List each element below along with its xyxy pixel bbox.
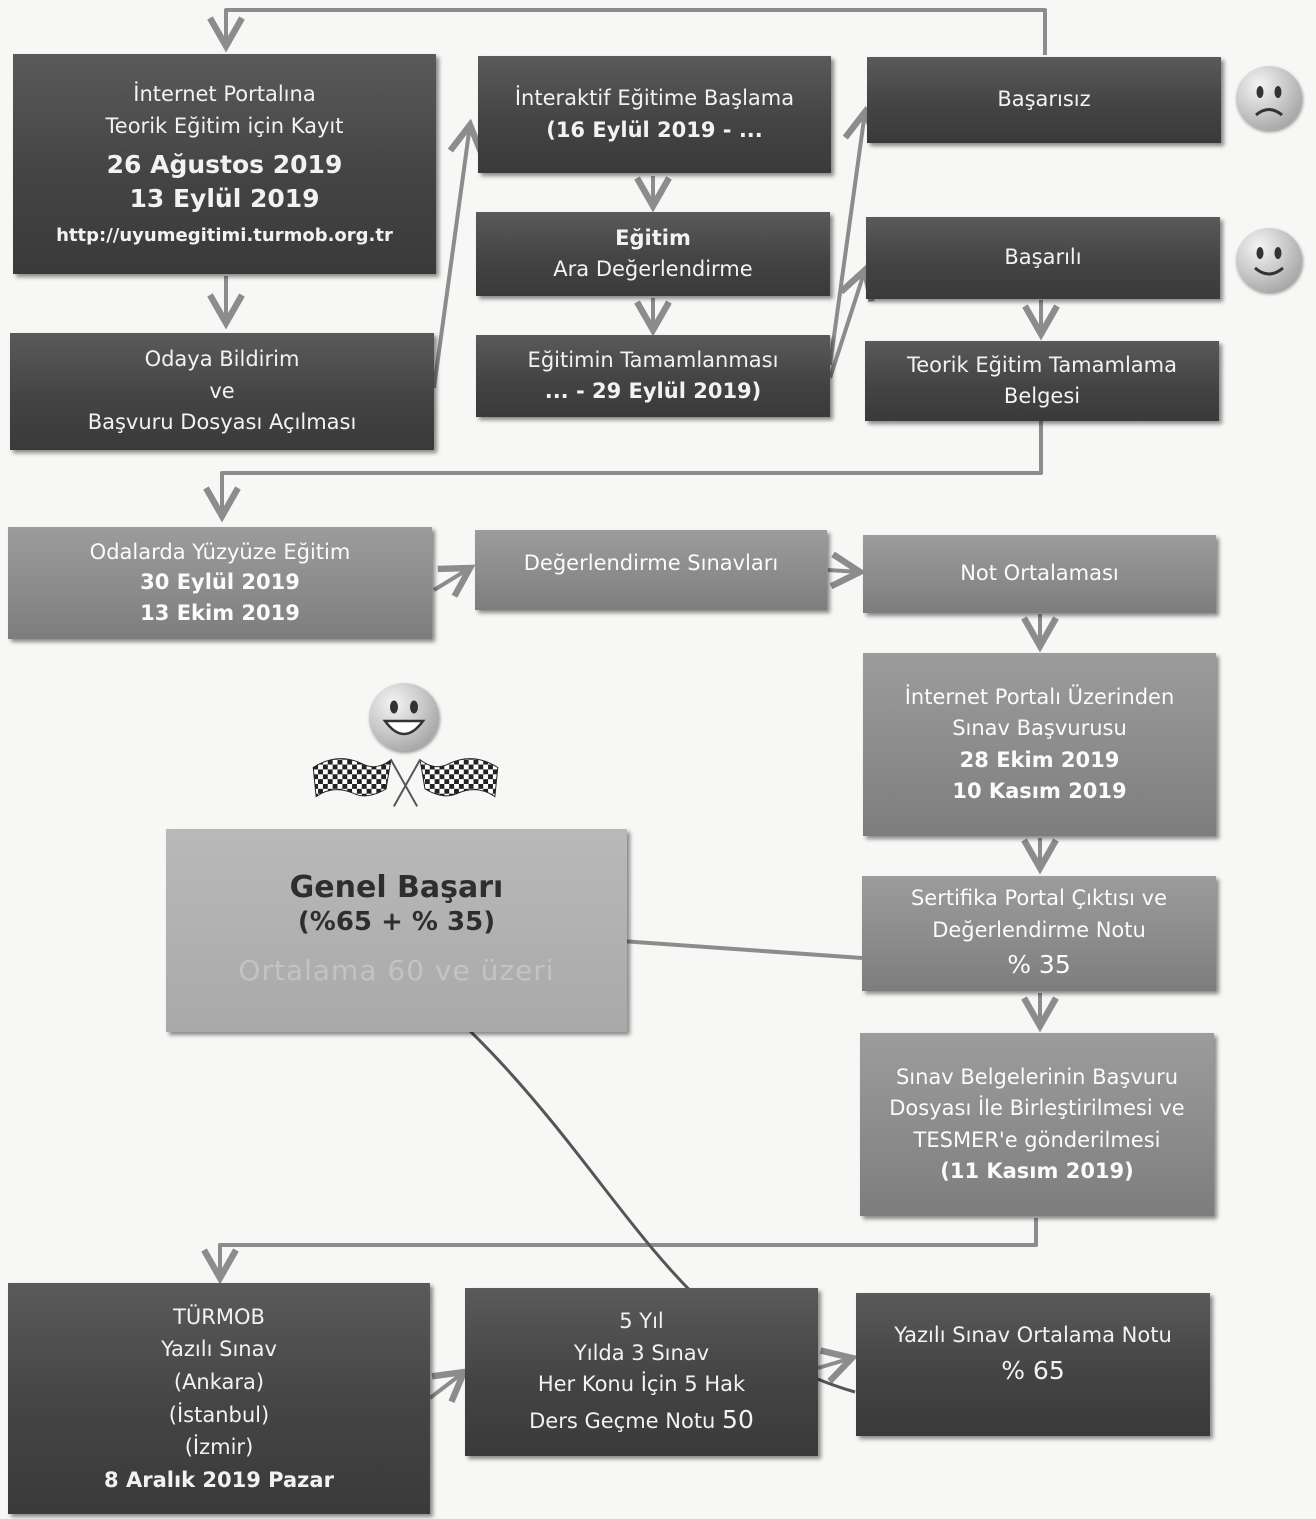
belge-line-1: Teorik Eğitim Tamamlama: [907, 352, 1177, 377]
connector-tesmer-turmob: [201, 1218, 1038, 1285]
sertifika-line-1: Sertifika Portal Çıktısı ve: [910, 886, 1168, 911]
internet-kayit-date-start: 26 Ağustos 2019: [106, 150, 343, 180]
basarisiz-label: Başarısız: [997, 87, 1091, 112]
genel-basari-threshold: Ortalama 60 ve üzeri: [238, 954, 555, 988]
turmob-yazili-sinav-box: TÜRMOB Yazılı Sınav (Ankara) (İstanbul) …: [8, 1283, 430, 1514]
turmob-line-5: (İzmir): [184, 1435, 254, 1460]
genel-basari-formula: (%65 + % 35): [297, 907, 496, 938]
tamamlama-belgesi-box: Teorik Eğitim Tamamlama Belgesi: [865, 341, 1219, 421]
connector-yuzyuze-sinavlar: [432, 564, 476, 598]
besyil-line-2: Yılda 3 Sınav: [573, 1340, 710, 1365]
internet-kayit-date-end: 13 Eylül 2019: [129, 184, 320, 213]
interaktif-line: İnteraktif Eğitime Başlama: [514, 86, 795, 110]
degerlendirme-sinavlari-box: Değerlendirme Sınavları: [475, 530, 827, 610]
besyil-pass-label: Ders Geçme Notu: [529, 1408, 716, 1433]
grin-face-icon: [369, 683, 439, 751]
tesmer-line-3: TESMER'e gönderilmesi: [913, 1127, 1161, 1152]
yuzyuze-date-end: 13 Ekim 2019: [140, 600, 300, 625]
yuzyuze-date-start: 30 Eylül 2019: [140, 570, 300, 595]
tesmer-date: (11 Kasım 2019): [940, 1159, 1134, 1183]
yazili-ortalama-box: Yazılı Sınav Ortalama Notu % 65: [856, 1293, 1210, 1436]
tesmer-box: Sınav Belgelerinin Başvuru Dosyası İle B…: [860, 1033, 1214, 1216]
connector-belge-yuzyuze: [203, 421, 1043, 523]
genel-basari-title: Genel Başarı: [289, 869, 504, 905]
interaktif-egitim-box: İnteraktif Eğitime Başlama (16 Eylül 201…: [478, 56, 831, 173]
connector-retry: [207, 8, 1047, 55]
yuzyuze-egitim-box: Odalarda Yüzyüze Eğitim 30 Eylül 2019 13…: [8, 527, 432, 639]
ara-degerlendirme-box: Eğitim Ara Değerlendirme: [476, 212, 830, 296]
yuzyuze-line: Odalarda Yüzyüze Eğitim: [89, 539, 351, 564]
basarisiz-box: Başarısız: [867, 57, 1221, 143]
connector-sinavlar-not: [827, 551, 867, 590]
tamam-date: ... - 29 Eylül 2019): [544, 379, 762, 403]
sinavlar-label: Değerlendirme Sınavları: [523, 551, 779, 576]
smile-face-icon: [1236, 228, 1302, 292]
turmob-line-3: (Ankara): [173, 1369, 265, 1394]
sad-face-icon: [1236, 66, 1302, 130]
turmob-line-4: (İstanbul): [168, 1402, 270, 1427]
connector-tamam-basarisiz: [828, 105, 880, 366]
basvuru-line-2: Sınav Başvurusu: [952, 716, 1127, 740]
internet-kayit-line-2: Teorik Eğitim için Kayıt: [105, 113, 344, 138]
turmob-line-2: Yazılı Sınav: [161, 1337, 277, 1362]
bes-yil-box: 5 Yıl Yılda 3 Sınav Her Konu İçin 5 Hak …: [465, 1288, 818, 1456]
internet-kayit-line-1: İnternet Portalına: [133, 82, 316, 107]
sinav-basvurusu-box: İnternet Portalı Üzerinden Sınav Başvuru…: [863, 653, 1216, 836]
besyil-pass-value: 50: [722, 1404, 754, 1434]
tesmer-line-2: Dosyası İle Birleştirilmesi ve: [889, 1096, 1185, 1120]
internet-kayit-url[interactable]: http://uyumegitimi.turmob.org.tr: [56, 224, 393, 246]
yazili-ortalama-percent: % 65: [1001, 1355, 1065, 1385]
interaktif-date: (16 Eylül 2019 - ...: [546, 117, 763, 142]
besyil-pass-row: Ders Geçme Notu 50: [529, 1401, 754, 1439]
ara-title: Eğitim: [615, 225, 691, 250]
sertifika-percent: % 35: [1007, 950, 1071, 980]
basvuru-line-1: İnternet Portalı Üzerinden: [904, 684, 1175, 709]
turmob-line-1: TÜRMOB: [173, 1304, 265, 1329]
connector-turmob-besyil: [428, 1368, 470, 1403]
tesmer-line-1: Sınav Belgelerinin Başvuru: [895, 1064, 1179, 1089]
checkered-flags-icon: [312, 758, 499, 807]
odaya-line-3: Başvuru Dosyası Açılması: [87, 410, 357, 435]
turmob-date: 8 Aralık 2019 Pazar: [104, 1467, 334, 1492]
connector-tamam-basarili: [828, 263, 875, 379]
yazili-ortalama-line: Yazılı Sınav Ortalama Notu: [894, 1323, 1172, 1347]
not-label: Not Ortalaması: [960, 561, 1119, 586]
egitim-tamamlanmasi-box: Eğitimin Tamamlanması ... - 29 Eylül 201…: [476, 335, 830, 417]
connector-besyil-yazili: [817, 1347, 859, 1384]
besyil-line-1: 5 Yıl: [619, 1309, 664, 1333]
tamam-line: Eğitimin Tamamlanması: [527, 347, 779, 372]
basarili-box: Başarılı: [866, 217, 1220, 299]
sertifika-line-2: Değerlendirme Notu: [932, 917, 1146, 942]
sertifika-box: Sertifika Portal Çıktısı ve Değerlendirm…: [862, 876, 1216, 991]
genel-basari-box: Genel Başarı (%65 + % 35) Ortalama 60 ve…: [166, 829, 627, 1032]
basvuru-date-end: 10 Kasım 2019: [952, 779, 1127, 803]
belge-line-2: Belgesi: [1003, 384, 1081, 408]
basarili-label: Başarılı: [1004, 245, 1082, 270]
connector-bildirim-interaktif: [432, 118, 486, 389]
internet-portal-kayit-box: İnternet Portalına Teorik Eğitim için Ka…: [13, 54, 436, 274]
ara-line: Ara Değerlendirme: [553, 257, 753, 281]
basvuru-date-start: 28 Ekim 2019: [959, 747, 1120, 772]
odaya-bildirim-box: Odaya Bildirim ve Başvuru Dosyası Açılma…: [10, 333, 434, 450]
odaya-line-2: ve: [209, 378, 235, 403]
besyil-line-3: Her Konu İçin 5 Hak: [537, 1372, 746, 1396]
odaya-line-1: Odaya Bildirim: [144, 347, 300, 372]
not-ortalamasi-box: Not Ortalaması: [863, 535, 1216, 613]
